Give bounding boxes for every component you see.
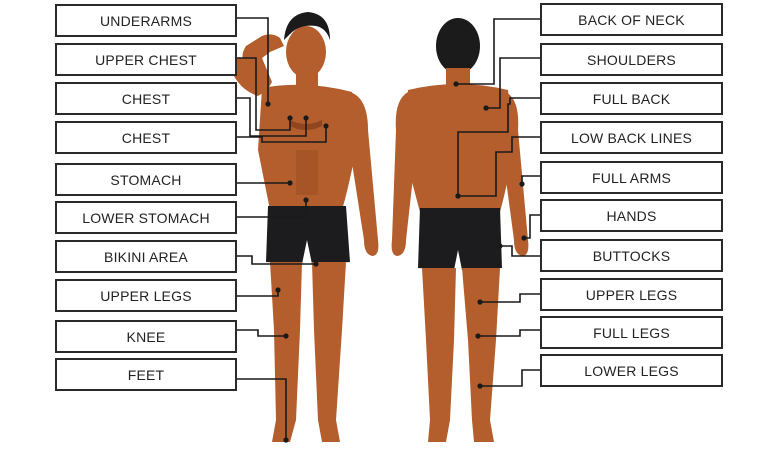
leader-line-upper-legs-b [480,293,540,303]
leader-line-chest-2 [237,126,327,143]
label-full-arms: FULL ARMS [540,161,723,194]
leader-line-underarms [237,17,269,104]
leader-dot-shoulders [483,105,489,111]
leader-dot-feet [283,437,289,443]
leader-dot-lower-legs [477,383,483,389]
leader-dot-bikini-area [313,261,319,267]
leader-dot-underarms [265,101,271,107]
label-shoulders: SHOULDERS [540,43,723,76]
leader-dot-knee [283,333,289,339]
leader-line-buttocks [500,245,540,257]
label-knee: KNEE [55,320,237,353]
leader-dot-chest-1 [303,115,309,121]
label-upper-legs: UPPER LEGS [55,279,237,312]
leader-line-low-back-lines [458,136,540,197]
leader-dot-upper-legs [275,287,281,293]
leader-dot-buttocks [497,243,503,249]
leader-dot-chest-2 [323,123,329,129]
label-chest-1: CHEST [55,82,237,115]
label-back-of-neck: BACK OF NECK [540,3,723,36]
front-figure [231,12,379,442]
label-upper-legs-back: UPPER LEGS [540,278,723,311]
label-upper-chest: UPPER CHEST [55,43,237,76]
label-underarms: UNDERARMS [55,4,237,37]
label-low-back-lines: LOW BACK LINES [540,121,723,154]
leader-line-bikini-area [237,255,316,265]
leader-line-shoulders [486,57,540,109]
leader-line-lower-stomach [237,200,307,218]
leader-line-full-legs [478,329,540,337]
label-lower-legs: LOWER LEGS [540,354,723,387]
leader-dot-lower-stomach [303,197,309,203]
leader-line-chest-1 [237,97,307,137]
leader-line-knee [237,329,286,337]
label-chest-2: CHEST [55,121,237,154]
leader-dot-low-back-lines [455,193,461,199]
leader-dot-full-legs [475,333,481,339]
label-buttocks: BUTTOCKS [540,239,723,272]
leader-dot-stomach [287,180,293,186]
leader-dot-upper-chest [287,115,293,121]
leader-line-full-back [457,97,540,196]
leader-line-lower-legs [480,369,540,387]
back-figure [391,18,529,442]
leader-line-feet [237,378,287,440]
label-stomach: STOMACH [55,163,237,196]
label-bikini-area: BIKINI AREA [55,240,237,273]
leader-lines [237,17,540,443]
leader-line-hands [524,214,540,239]
label-feet: FEET [55,358,237,391]
label-full-legs: FULL LEGS [540,316,723,349]
leader-dot-full-arms [519,181,525,187]
leader-line-back-of-neck [456,18,540,85]
label-hands: HANDS [540,199,723,232]
leader-line-full-arms [521,175,540,184]
leader-dot-upper-legs-b [477,299,483,305]
leader-dot-hands [521,235,527,241]
leader-line-upper-chest [237,57,291,131]
label-full-back: FULL BACK [540,82,723,115]
label-lower-stomach: LOWER STOMACH [55,201,237,234]
leader-dot-back-of-neck [453,81,459,87]
